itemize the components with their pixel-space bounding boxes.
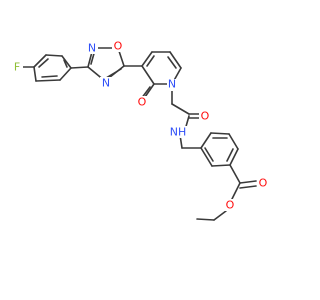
bond [200, 147, 213, 167]
oxygen-label: O [201, 110, 210, 123]
bond [228, 133, 239, 150]
bond [41, 75, 58, 78]
bond [200, 132, 212, 149]
amide-o: O [199, 110, 211, 123]
oxadiazole-n-left: N [86, 42, 98, 55]
pyridone-carbonyl-o: O [136, 96, 148, 109]
bond-layer [22, 47, 257, 221]
atom-label-layer: F N O N N O O [11, 40, 269, 212]
bond [105, 68, 122, 79]
amide-nh: NH [167, 126, 189, 139]
oxygen-label: O [138, 96, 147, 109]
bond [210, 132, 230, 135]
bond [70, 66, 89, 69]
bond [33, 54, 47, 68]
bond [38, 58, 49, 68]
bond [211, 164, 231, 167]
fluorine-atom: F [11, 61, 23, 74]
ester-o: O [224, 199, 236, 212]
bond [61, 55, 72, 69]
bond [229, 164, 241, 184]
oxadiazole-n-bottom: N [100, 77, 112, 90]
bond [226, 148, 234, 162]
bond [169, 51, 182, 69]
bond [204, 147, 214, 162]
bond [63, 59, 68, 68]
bond [196, 218, 215, 221]
bond [167, 56, 177, 69]
pyridone-n: N [167, 78, 179, 91]
bond [171, 103, 190, 115]
bond [239, 180, 257, 184]
bond [231, 182, 241, 200]
nh-label: NH [170, 126, 187, 139]
oxygen-label: O [226, 199, 235, 212]
bond [45, 54, 63, 57]
nitrogen-label: N [102, 77, 110, 90]
bond [239, 185, 257, 189]
bond [144, 83, 155, 98]
molecule-diagram: F N O N N O O [11, 39, 269, 221]
oxadiazole-o: O [112, 40, 124, 53]
nitrogen-label: N [168, 78, 176, 91]
bond [229, 148, 239, 166]
bond [35, 79, 61, 82]
oxygen-label: O [114, 40, 123, 53]
bond [59, 67, 72, 81]
bond [141, 51, 153, 67]
molecule-structure: F N O N N O O [11, 39, 269, 221]
ester-carbonyl-o: O [257, 177, 269, 190]
bond [146, 55, 155, 67]
bond [213, 210, 227, 221]
nitrogen-label: N [88, 42, 96, 55]
fluorine-label: F [14, 61, 20, 74]
bond [141, 65, 155, 85]
bond [33, 66, 37, 82]
oxygen-label: O [259, 177, 268, 190]
